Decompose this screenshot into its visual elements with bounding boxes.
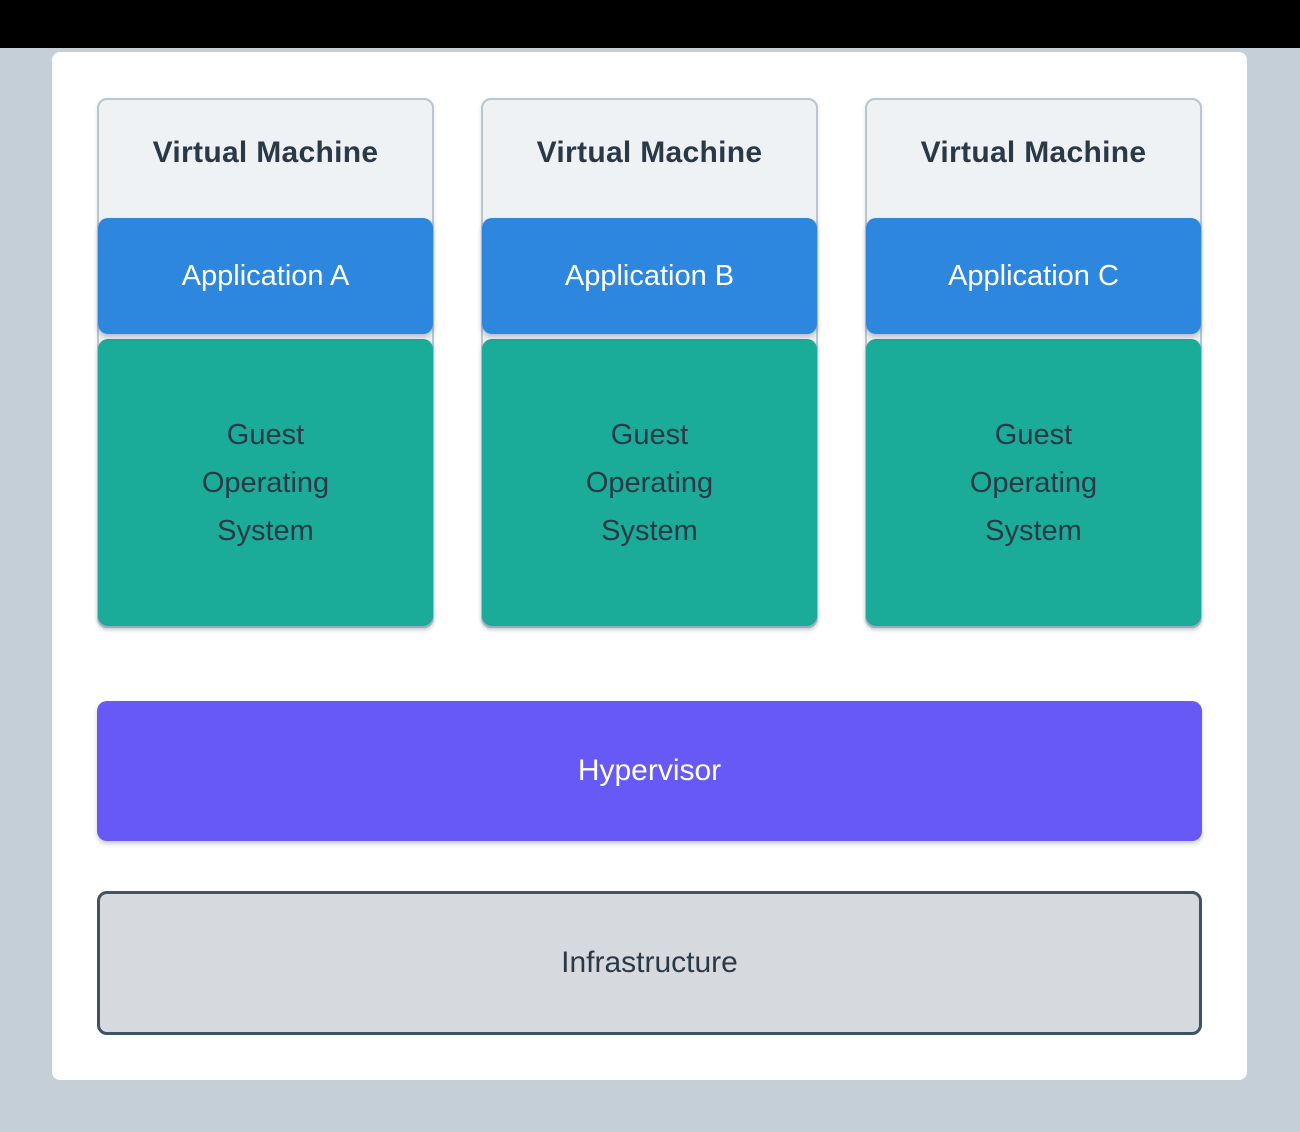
vm-title: Virtual Machine (152, 136, 379, 169)
guest-os-box: Guest Operating System (482, 339, 817, 626)
infrastructure-box: Infrastructure (97, 891, 1202, 1035)
diagram-card: Virtual Machine Application A Guest Oper… (52, 52, 1247, 1080)
hypervisor-box: Hypervisor (97, 701, 1202, 841)
vm-row: Virtual Machine Application A Guest Oper… (97, 98, 1202, 628)
vm-title: Virtual Machine (920, 136, 1147, 169)
guest-os-box: Guest Operating System (98, 339, 433, 626)
application-a-box: Application A (98, 218, 433, 334)
guest-os-box: Guest Operating System (866, 339, 1201, 626)
vm-column-3: Virtual Machine Application C Guest Oper… (865, 98, 1202, 628)
application-b-box: Application B (482, 218, 817, 334)
top-black-bar (0, 0, 1300, 48)
vm-column-2: Virtual Machine Application B Guest Oper… (481, 98, 818, 628)
vm-title: Virtual Machine (536, 136, 763, 169)
application-c-box: Application C (866, 218, 1201, 334)
vm-column-1: Virtual Machine Application A Guest Oper… (97, 98, 434, 628)
